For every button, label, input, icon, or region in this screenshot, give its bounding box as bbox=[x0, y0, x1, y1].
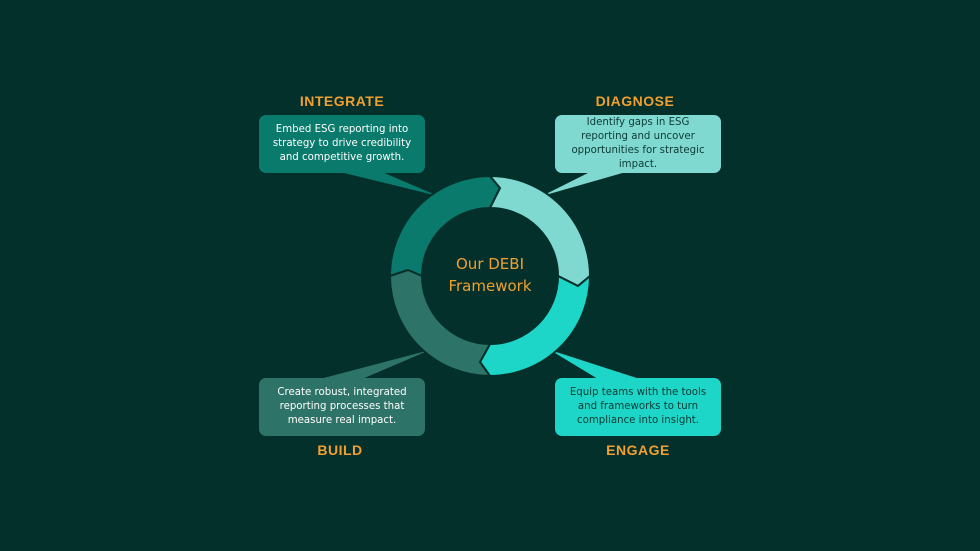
build-heading: BUILD bbox=[317, 442, 363, 458]
engage-heading: ENGAGE bbox=[606, 442, 670, 458]
engage-callout-tail bbox=[550, 350, 640, 379]
integrate-description: Embed ESG reporting into strategy to dri… bbox=[272, 124, 412, 163]
center-title-line1: Our DEBI bbox=[456, 255, 524, 273]
diagnose-callout-tail bbox=[542, 172, 626, 196]
ring-segment-build bbox=[389, 269, 491, 377]
build-callout-box bbox=[259, 378, 425, 436]
integrate-callout-tail bbox=[340, 172, 438, 196]
integrate-callout-box bbox=[259, 115, 425, 173]
integrate-heading: INTEGRATE bbox=[299, 93, 385, 109]
center-title-line2: Framework bbox=[448, 277, 532, 295]
center-title: Our DEBI Framework bbox=[420, 253, 560, 297]
engage-callout-box bbox=[555, 378, 721, 436]
build-callout-tail bbox=[320, 350, 430, 379]
build-description: Create robust, integrated reporting proc… bbox=[277, 387, 407, 426]
diagnose-callout-box bbox=[555, 115, 721, 173]
diagnose-description: Identify gaps in ESG reporting and uncov… bbox=[571, 117, 705, 170]
diagnose-heading: DIAGNOSE bbox=[595, 93, 675, 109]
engage-description: Equip teams with the tools and framework… bbox=[569, 387, 707, 426]
